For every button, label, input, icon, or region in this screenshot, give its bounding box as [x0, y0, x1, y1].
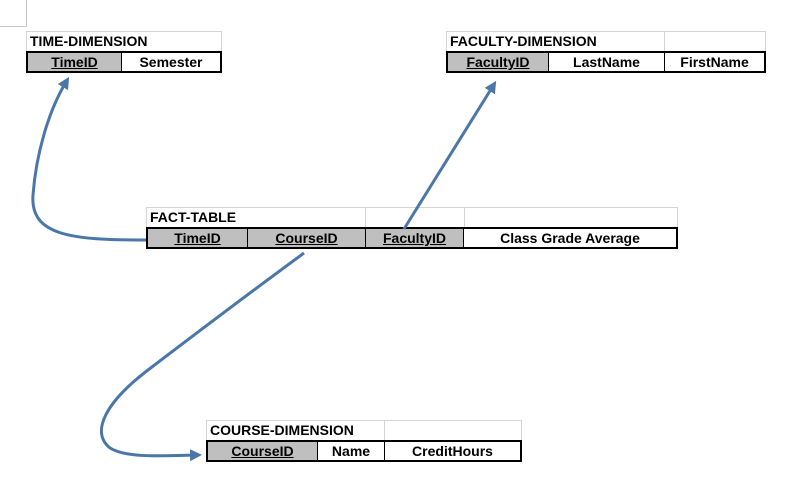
course-dimension-credithours-column: CreditHours [412, 443, 493, 459]
title-gridcell [26, 31, 222, 51]
course-dimension-title: COURSE-DIMENSION [210, 422, 354, 438]
fact-table-timeid-key: TimeID [148, 229, 248, 247]
fact-facultyid-to-faculty-dimension-arrow [402, 80, 497, 230]
fact-table: FACT-TABLE TimeID CourseID FacultyID Cla… [146, 207, 678, 249]
fact-table-title: FACT-TABLE [150, 209, 237, 225]
course-dimension-table: COURSE-DIMENSION CourseID Name CreditHou… [206, 420, 522, 462]
page-corner-mark [0, 0, 27, 27]
course-dimension-courseid-key: CourseID [208, 442, 318, 460]
faculty-dimension-lastname-column: LastName [549, 53, 665, 71]
fact-table-class-grade-average-column: Class Grade Average [500, 230, 640, 246]
fact-table-facultyid-key: FacultyID [366, 229, 464, 247]
title-gridcell [384, 420, 522, 440]
fact-table-courseid-key: CourseID [248, 229, 366, 247]
time-dimension-timeid-key: TimeID [28, 53, 122, 71]
course-dimension-name-column: Name [318, 442, 385, 460]
fact-courseid-to-course-dimension-arrow [99, 251, 305, 462]
faculty-dimension-title: FACULTY-DIMENSION [450, 33, 597, 49]
fact-timeid-to-time-dimension-arrow [31, 76, 147, 242]
title-gridcell [464, 207, 678, 227]
title-gridcell [664, 31, 766, 51]
time-dimension-title: TIME-DIMENSION [30, 33, 148, 49]
time-dimension-semester-column: Semester [139, 54, 203, 70]
time-dimension-table: TIME-DIMENSION TimeID Semester [26, 31, 222, 73]
faculty-dimension-firstname-column: FirstName [680, 54, 749, 70]
faculty-dimension-table: FACULTY-DIMENSION FacultyID LastName Fir… [446, 31, 766, 73]
faculty-dimension-facultyid-key: FacultyID [448, 53, 549, 71]
